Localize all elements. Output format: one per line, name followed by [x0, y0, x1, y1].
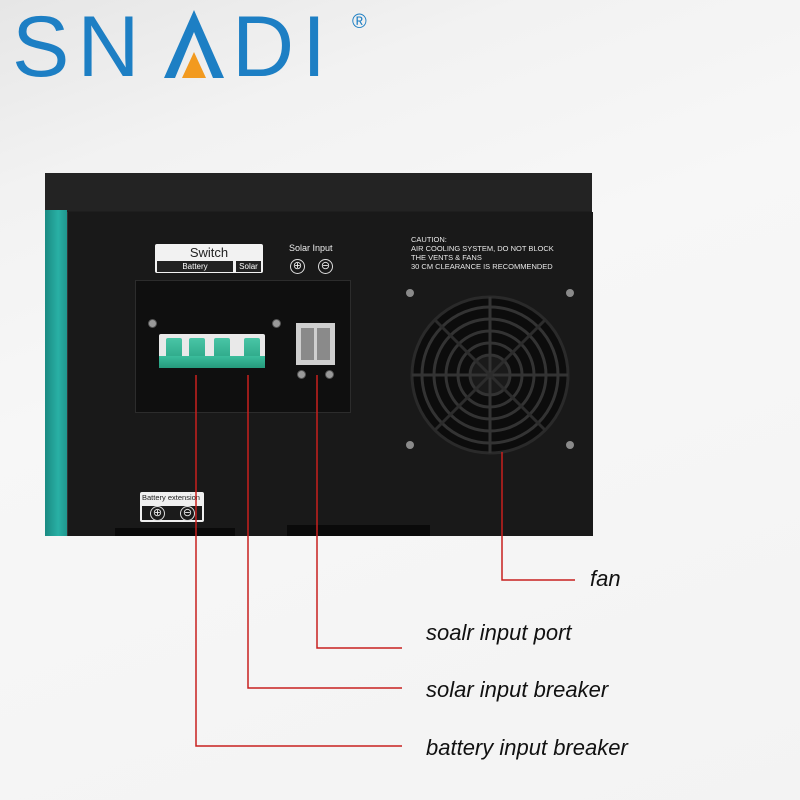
caution-line: AIR COOLING SYSTEM, DO NOT BLOCK: [411, 244, 554, 253]
battery-breaker-leader: [195, 375, 402, 747]
callout-fan: fan: [590, 566, 621, 591]
breaker-toggle[interactable]: [166, 338, 182, 360]
switch-title: Switch: [189, 245, 229, 260]
solar-sub-label: Solar: [236, 261, 261, 272]
breaker-toggle[interactable]: [244, 338, 260, 360]
solar-breaker-leader: [247, 375, 402, 689]
callout-solar-input-breaker: solar input breaker: [426, 677, 609, 702]
switch-label-plate: Switch Battery Solar: [155, 244, 263, 273]
screw-icon: [148, 319, 157, 328]
solar-port-leader: [316, 375, 402, 649]
bottom-vent: [287, 525, 430, 536]
callout-battery-input-breaker: battery input breaker: [426, 735, 628, 760]
solar-input-port[interactable]: [296, 323, 335, 365]
minus-terminal-icon: ⊖: [318, 259, 333, 274]
breaker-toggle[interactable]: [189, 338, 205, 360]
teal-side-panel: [45, 210, 67, 536]
solar-input-label: Solar Input: [289, 243, 333, 253]
caution-line: THE VENTS & FANS: [411, 253, 482, 262]
battery-extension-plate: Battery extension ⊕ ⊖: [140, 492, 204, 522]
screw-icon: [297, 370, 306, 379]
bottom-vent: [115, 528, 235, 536]
breaker-green-bar: [159, 356, 265, 368]
screw-icon: [325, 370, 334, 379]
svg-text:DI: DI: [232, 4, 334, 84]
plus-terminal-icon: ⊕: [290, 259, 305, 274]
svg-text:SN: SN: [12, 4, 147, 84]
battery-extension-terminals: ⊕ ⊖: [142, 506, 202, 521]
snadi-wordmark: SN DI: [12, 0, 334, 95]
battery-extension-label: Battery extension: [142, 493, 200, 502]
fan-grille-icon: [406, 289, 574, 455]
port-slot: [317, 328, 330, 360]
screw-icon: [272, 319, 281, 328]
callout-solar-input-port: soalr input port: [426, 620, 572, 645]
battery-sub-label: Battery: [157, 261, 233, 272]
port-slot: [301, 328, 314, 360]
minus-terminal-icon: ⊖: [180, 506, 195, 521]
caution-line: 30 CM CLEARANCE IS RECOMMENDED: [411, 262, 553, 271]
caution-notice: CAUTION: AIR COOLING SYSTEM, DO NOT BLOC…: [411, 235, 591, 271]
plus-terminal-icon: ⊕: [150, 506, 165, 521]
caution-line: CAUTION:: [411, 235, 447, 244]
breaker-toggle[interactable]: [214, 338, 230, 360]
registered-mark: ®: [352, 11, 367, 33]
fan-leader: [501, 452, 575, 581]
brand-logo: SN DI ®: [12, 0, 367, 97]
housing-top-edge: [45, 173, 592, 211]
